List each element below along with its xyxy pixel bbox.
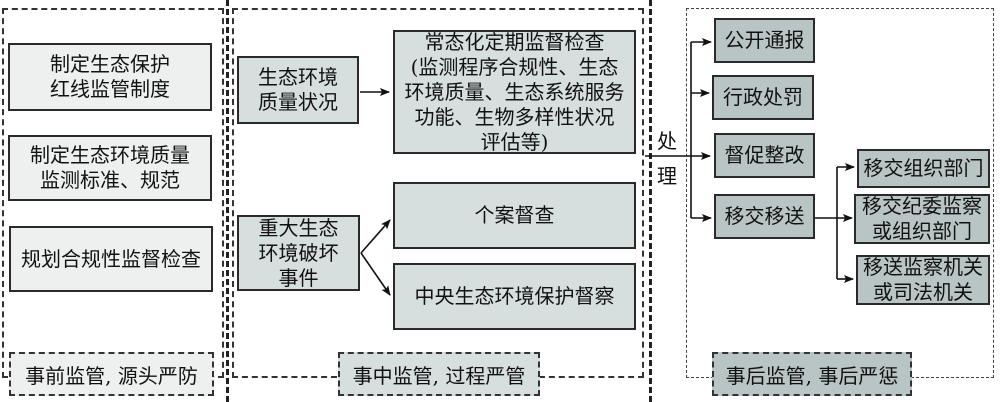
pre-item-quality-standards: 制定生态环境质量监测标准、规范 <box>8 135 212 201</box>
action-administrative-penalty: 行政处罚 <box>712 75 814 120</box>
handling-label-1: 处 <box>657 129 677 153</box>
action-public-notice: 公开通报 <box>714 18 815 63</box>
source-ecological-quality: 生态环境质量状况 <box>237 56 359 124</box>
separator-pre-during <box>226 0 229 402</box>
action-urge-rectification: 督促整改 <box>714 133 815 178</box>
target-case-inspection: 个案督查 <box>393 182 636 249</box>
transfer-organization-dept: 移交组织部门 <box>857 149 990 188</box>
pre-item-redline-system: 制定生态保护红线监管制度 <box>8 43 212 111</box>
target-central-inspection: 中央生态环境保护督察 <box>393 263 636 330</box>
pre-item-planning-compliance: 规划合规性监督检查 <box>9 226 213 292</box>
arrow-event-to-case <box>360 219 391 254</box>
transfer-judicial-organs: 移送监察机关或司法机关 <box>856 255 990 305</box>
arrow-event-to-central <box>360 252 391 296</box>
source-major-damage-event: 重大生态 环境破坏 事件 <box>237 215 360 291</box>
pre-section-label: 事前监管, 源头严防 <box>9 352 214 396</box>
post-section-label: 事后监管, 事后严惩 <box>712 352 912 396</box>
handling-label-2: 理 <box>657 164 677 188</box>
transfer-discipline-commission: 移交纪委监察或组织部门 <box>854 194 990 244</box>
target-routine-inspection: 常态化定期监督检查 (监测程序合规性、生态 环境质量、生态系统服务 功能、生物多… <box>393 30 636 154</box>
separator-during-post <box>649 0 652 402</box>
during-section-label: 事中监管, 过程严管 <box>338 352 540 396</box>
action-transfer: 移交移送 <box>714 194 815 239</box>
